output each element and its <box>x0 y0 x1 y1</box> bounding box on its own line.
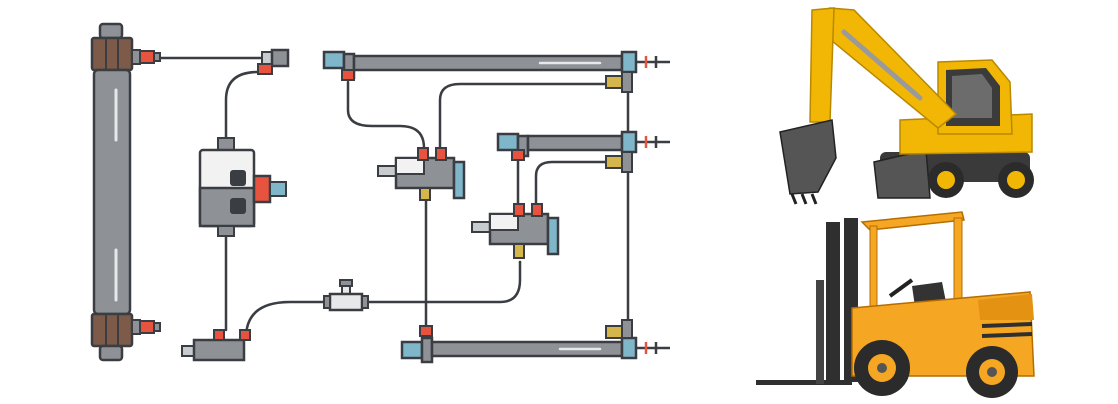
tee-fitting <box>323 279 369 312</box>
hydraulic-schematic <box>90 22 670 364</box>
main-cylinder <box>90 22 161 362</box>
hose <box>534 160 612 212</box>
hose <box>244 300 332 340</box>
excavator-icon <box>779 7 1034 205</box>
horizontal-actuator <box>322 50 670 93</box>
fitting <box>257 48 290 75</box>
hose <box>346 80 426 160</box>
manifold-valve <box>471 203 560 259</box>
hose <box>364 260 522 304</box>
hose <box>438 82 612 160</box>
small-actuator <box>181 329 251 362</box>
control-valve <box>198 137 287 237</box>
horizontal-actuator <box>496 130 670 173</box>
forklift-icon <box>756 211 1035 398</box>
hose <box>224 70 260 152</box>
horizontal-actuator <box>400 319 670 364</box>
manifold-valve <box>377 147 466 201</box>
